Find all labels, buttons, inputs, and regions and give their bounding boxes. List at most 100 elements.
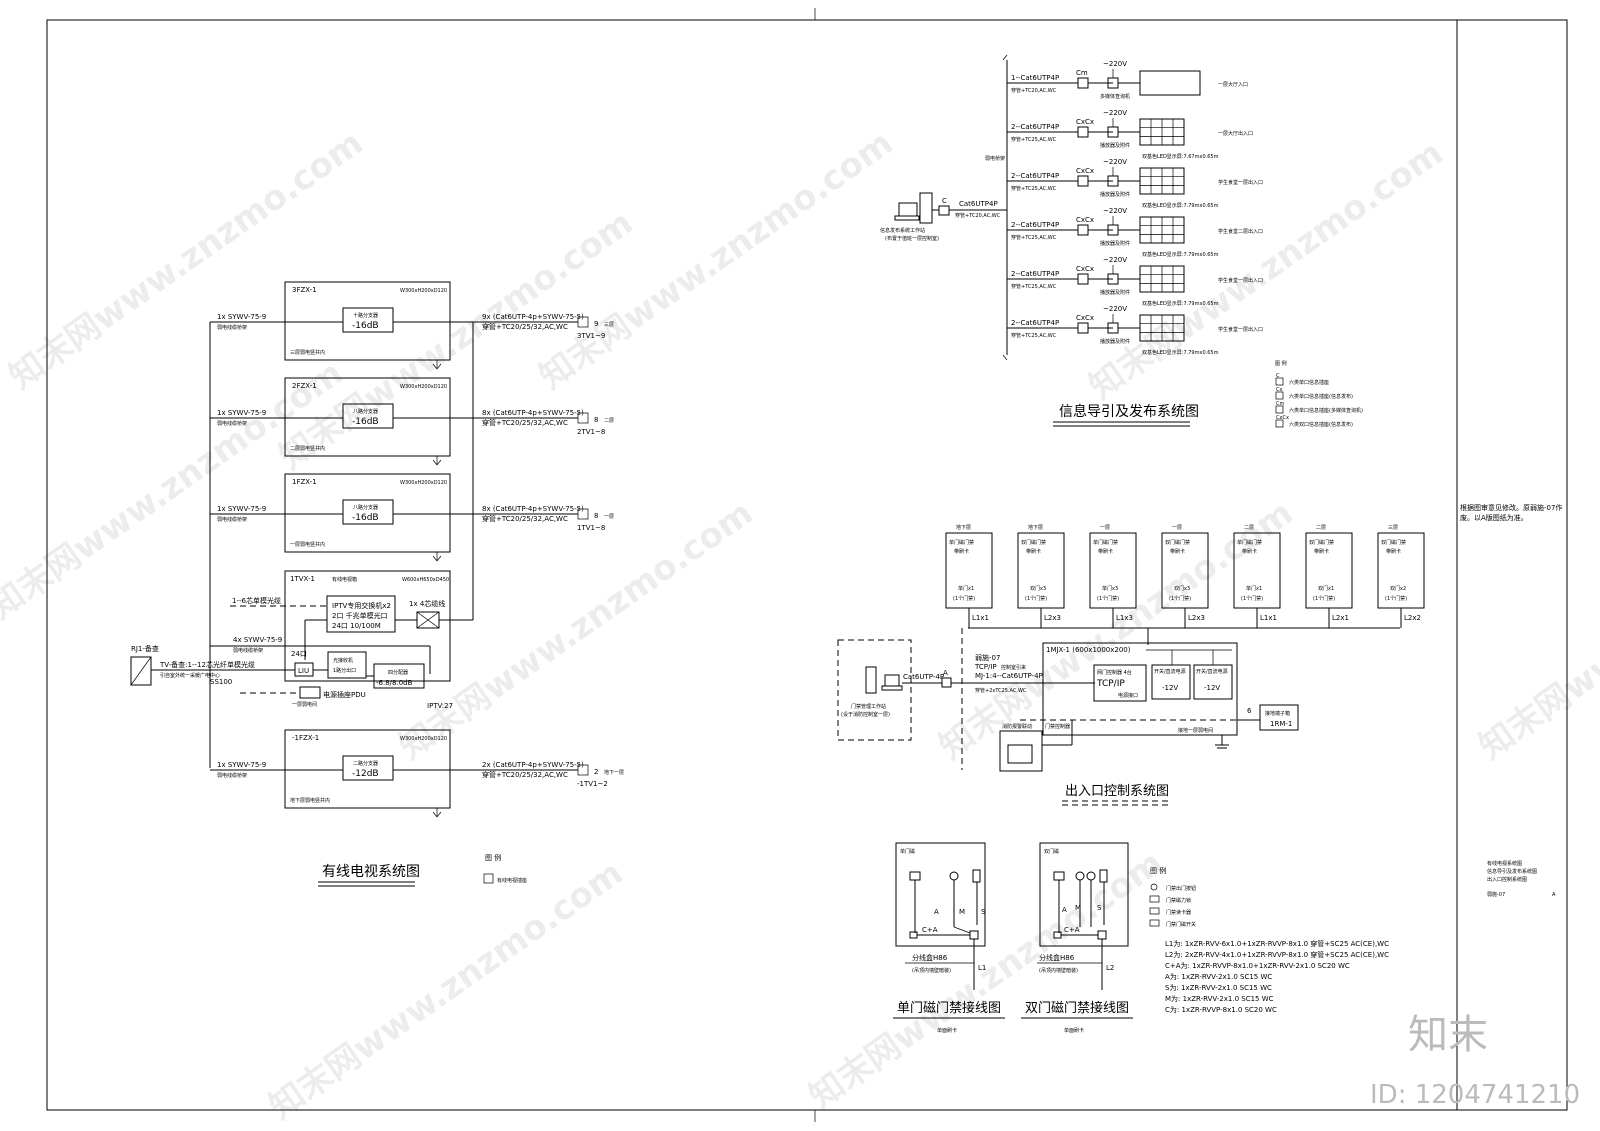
catv-outlet-count: 2 — [594, 768, 598, 776]
door-floor: 二层 — [1316, 525, 1326, 531]
catv-tap-db: -16dB — [352, 321, 379, 331]
watermark-text: 知末网www.znzmo.com — [932, 493, 1300, 767]
door-l2: 带刷卡 — [1314, 548, 1329, 555]
catv-tap — [342, 755, 394, 781]
tvx-iptv-count: IPTV:27 — [427, 702, 453, 710]
info-power: ~220V — [1103, 256, 1127, 264]
access-ctrl-l2: TCP/IP — [1096, 679, 1125, 689]
info-outlet-icon — [1077, 322, 1089, 334]
info-device-row: 2--Cat6UTP4P穿管+TC25,AC,WCCxCx~220V播放器及附件… — [1007, 109, 1253, 160]
tvx-feed: 4x SYWV-75-9 — [233, 636, 282, 644]
access-control-system-diagram: 地下层单门磁门禁带刷卡单门x1(1个门禁)L1x1地下层双门磁门禁带刷卡双门x3… — [837, 524, 1425, 806]
catv-outlet-count: 8 — [594, 512, 598, 520]
wiring-spec-line: C+A为: 1xZR-RVVP-8x1.0+1xZR-RVV-2x1.0 SC2… — [1165, 961, 1350, 970]
tvx-feed-note: 弱电线缆桥架 — [233, 647, 263, 654]
catv-legend-title: 图 例 — [485, 853, 501, 862]
watermark-id: ID: 1204741210 — [1370, 1080, 1580, 1110]
info-row-conduit: 穿管+TC25,AC,WC — [1011, 234, 1057, 241]
tb-note-l2: 废。以A版图纸为准。 — [1460, 513, 1528, 522]
catv-feed-note: 弱电线缆桥架 — [217, 324, 247, 331]
door-sub: (1个门禁) — [1241, 595, 1263, 602]
access-ref: 弱施-07 — [975, 653, 1000, 662]
iptv-line1: IPTV专用交换机x2 — [332, 601, 391, 610]
info-row-cable: 2--Cat6UTP4P — [1011, 319, 1059, 327]
catv-box-id: 1FZX-1 — [292, 478, 317, 486]
info-legend-title: 图 例 — [1275, 360, 1287, 367]
catv-source: RJ1-备查 TV-备查:1--12芯光纤单模光缆 引自室外统一采暖广电中心 S… — [130, 644, 255, 686]
door-floor: 二层 — [1244, 525, 1254, 531]
catv-box-dim: W300xH200xD120 — [400, 480, 447, 486]
watermark-text: 知末网www.znzmo.com — [392, 493, 760, 767]
watermark-layer: 知末网www.znzmo.com 知末网www.znzmo.com 知末网www… — [0, 123, 1600, 1127]
info-device-row: 2--Cat6UTP4P穿管+TC25,AC,WCCxCx~220V播放器及附件… — [1007, 158, 1263, 209]
info-power: ~220V — [1103, 60, 1127, 68]
info-row-conduit: 穿管+TC25,AC,WC — [1011, 185, 1057, 192]
catv-box-note: 二层弱电竖井内 — [290, 445, 325, 452]
info-outlet-icon — [1077, 273, 1089, 285]
wiring-spec-line: A为: 1xZR-RVV-2x1.0 SC15 WC — [1165, 972, 1272, 981]
catv-legend: 图 例 有线电视插座 — [483, 853, 527, 884]
door-l1: 双门磁门禁 — [1381, 539, 1406, 546]
single-door-wiring-diagram: 单门磁 A M S C+A L1 分线盒H86 (吊顶内墙壁暗装) 单门磁门禁接… — [893, 842, 1005, 1034]
double-a: A — [1062, 906, 1067, 914]
title-block: 根据图审意见修改。原弱施-07作 废。以A版图纸为准。 有线电视系统图 信息导引… — [1460, 503, 1562, 898]
tvx-pdu: 电源插座PDU — [323, 690, 366, 699]
door-floor: 一层 — [1100, 525, 1110, 531]
door-sub: (1个门禁) — [1025, 595, 1047, 602]
tv-outlet-icon — [577, 764, 589, 776]
info-row-conduit: 穿管+TC20,AC,WC — [1011, 87, 1057, 94]
info-device-label: 播放器及附件 — [1100, 142, 1130, 149]
info-power: ~220V — [1103, 109, 1127, 117]
double-box: 分线盒H86 — [1039, 953, 1075, 962]
access-alarm-note: 门禁控制器 — [1045, 723, 1070, 730]
sheet-frame — [46, 8, 1568, 1122]
info-title: 信息导引及发布系统图 — [1059, 403, 1199, 420]
door-l1: 双门磁门禁 — [1021, 539, 1046, 546]
access-proto-note: 控制室引来 — [1001, 664, 1026, 671]
card-reader-icon — [1149, 907, 1160, 915]
catv-outlet-range: 2TV1~8 — [577, 428, 605, 436]
info-device-row: 2--Cat6UTP4P穿管+TC25,AC,WCCxCx~220V播放器及附件… — [1007, 305, 1263, 356]
info-host-l2: (布置于值班一层控制室) — [885, 235, 939, 242]
source-line2: 引自室外统一采暖广电中心 — [160, 672, 220, 679]
door-floor: 地下层 — [1028, 524, 1043, 531]
tb-name-l1: 有线电视系统图 — [1487, 860, 1522, 867]
info-legend-text: 六类单口信息插座(多媒体查询机) — [1289, 407, 1363, 414]
info-host-workstation: 信息发布系统工作站 (布置于值班一层控制室) C Cat6UTP4P 穿管+TC… — [880, 192, 1007, 242]
catv-box-id: 2FZX-1 — [292, 382, 317, 390]
wiring-spec-line: M为: 1xZR-RVV-2x1.0 SC15 WC — [1165, 994, 1274, 1003]
kiosk-icon — [1139, 70, 1201, 96]
tb-rev: A — [1552, 892, 1556, 898]
single-box: 分线盒H86 — [912, 953, 948, 962]
watermark-text: 知末网www.znzmo.com — [802, 843, 1170, 1117]
double-line: L2 — [1106, 964, 1114, 972]
info-host-l1: 信息发布系统工作站 — [880, 227, 925, 234]
catv-tap-label: 八路分支器 — [353, 504, 378, 511]
door-sub: (1个门禁) — [1169, 595, 1191, 602]
catv-out-conduit: 穿管+TC20/25/32,AC,WC — [482, 514, 568, 523]
info-outlet-tag: Cm — [1076, 69, 1088, 77]
watermark-text: 知末网www.znzmo.com — [0, 353, 350, 627]
catv-out-conduit: 穿管+TC20/25/32,AC,WC — [482, 418, 568, 427]
access-psu2-l1: 开关/直流电源 — [1196, 668, 1228, 675]
catv-box-frame — [284, 377, 451, 457]
single-line: L1 — [978, 964, 986, 972]
catv-box-id: 3FZX-1 — [292, 286, 317, 294]
door-cable: L2x3 — [1188, 614, 1205, 622]
info-led-size: 双基色LED显示屏:7.67mx0.65m — [1142, 153, 1219, 160]
access-gnd: 接地一层弱电间 — [1178, 727, 1213, 734]
double-door-wiring-diagram: 双门磁 M S A C+A L2 分线盒H86 (吊顶内墙壁暗装) 双门磁门禁接… — [1021, 842, 1133, 1034]
info-outlet-icon — [1077, 175, 1089, 187]
info-row-conduit: 穿管+TC25,AC,WC — [1011, 283, 1057, 290]
chevron-down-icon — [432, 811, 442, 818]
info-led-size: 双基色LED显示屏:7.79mx0.65m — [1142, 251, 1219, 258]
tvx-luu: LIU — [298, 667, 309, 675]
info-place: 学生食堂二层出入口 — [1218, 228, 1263, 235]
tvx-optic: 光接收机 — [333, 657, 353, 664]
access-ws-l2: (设于消防控制室一层) — [841, 711, 890, 718]
